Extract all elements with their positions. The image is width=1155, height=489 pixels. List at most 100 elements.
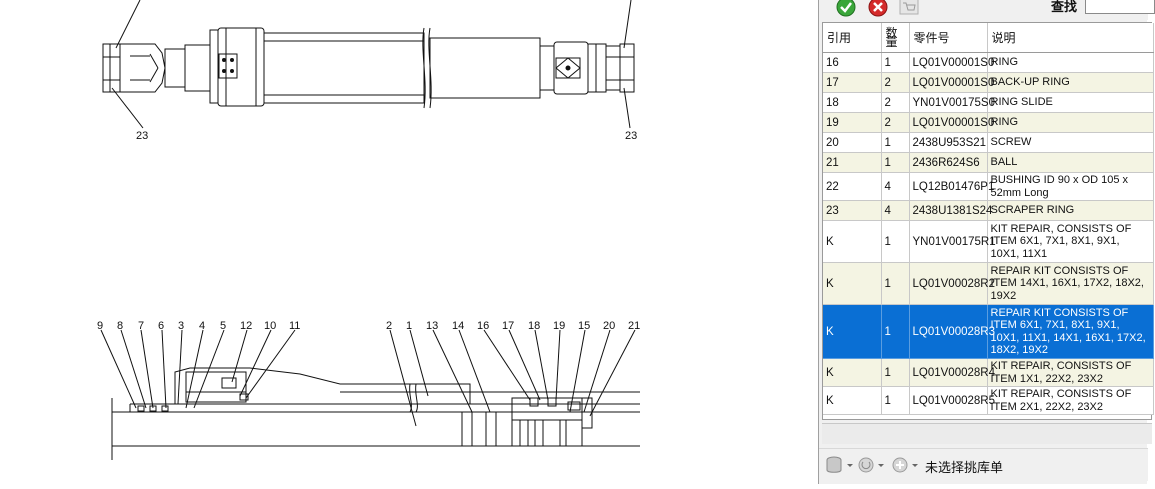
cell-desc: KIT REPAIR, CONSISTS OF ITEM 2X1, 22X2, … [987,386,1154,415]
cell-part: YN01V00175S0 [909,92,995,113]
callout-19: 19 [553,320,565,332]
refresh-icon[interactable] [857,456,885,479]
cell-part: LQ01V00001S0 [909,112,994,133]
callout-13: 13 [426,320,438,332]
qty-header-text: 数量 [885,25,898,49]
confirm-icon[interactable] [835,0,857,18]
callout-17: 17 [502,320,514,332]
callout-2: 2 [386,320,392,332]
database-icon[interactable] [825,456,853,479]
cell-desc: BALL [987,152,1154,173]
cell-desc: RING [987,52,1154,73]
cell-part: 2438U1381S24 [909,200,992,221]
callout-18: 18 [528,320,540,332]
cell-part: YN01V00175R1 [909,220,996,263]
cell-qty: 1 [881,220,910,263]
cell-qty: 1 [881,132,910,153]
cell-desc: KIT REPAIR, CONSISTS OF ITEM 1X1, 22X2, … [987,358,1154,387]
cell-part: LQ12B01476P1 [909,172,994,201]
callout-top-right: 23 [625,130,637,142]
cell-qty: 1 [881,52,910,73]
callout-14: 14 [452,320,464,332]
cell-desc: BUSHING ID 90 x OD 105 x 52mm Long [987,172,1154,201]
cell-qty: 1 [881,262,910,305]
callout-3: 3 [178,320,184,332]
cell-ref: 17 [823,72,882,93]
cell-ref: 21 [823,152,882,173]
search-label: 查找 [1051,0,1078,14]
cell-qty: 1 [881,358,910,387]
cell-qty: 2 [881,72,910,93]
cell-part: LQ01V00001S0 [909,52,994,73]
cell-ref: 20 [823,132,882,153]
cell-ref: 16 [823,52,882,73]
cell-part: LQ01V00028R5 [909,386,995,415]
cell-desc: RING SLIDE [987,92,1154,113]
panel-toolbar: 查找 [819,0,1155,20]
cell-desc: SCRAPER RING [987,200,1154,221]
cell-qty: 2 [881,92,910,113]
cell-desc: REPAIR KIT CONSISTS OF ITEM 6X1, 7X1, 8X… [987,304,1154,359]
cell-ref: 23 [823,200,882,221]
callout-12: 12 [240,320,252,332]
cell-qty: 4 [881,172,910,201]
callout-1: 1 [406,320,412,332]
callout-10: 10 [264,320,276,332]
cell-ref: K [823,262,882,305]
callout-16: 16 [477,320,489,332]
column-header-qty[interactable]: 数量 [881,23,910,53]
cell-qty: 4 [881,200,910,221]
callout-21: 21 [628,320,640,332]
callout-top-left: 23 [136,130,148,142]
cell-qty: 1 [881,304,910,359]
callout-8: 8 [117,320,123,332]
callout-7: 7 [138,320,144,332]
cell-ref: K [823,358,882,387]
callout-4: 4 [199,320,205,332]
cancel-icon[interactable] [867,0,889,18]
cell-ref: K [823,386,882,415]
cell-part: LQ01V00028R4 [909,358,995,387]
callout-11: 11 [289,320,300,332]
add-icon[interactable] [891,456,919,479]
cell-desc: BACK-UP RING [987,72,1154,93]
cell-desc: REPAIR KIT CONSISTS OF ITEM 14X1, 16X1, … [987,262,1154,305]
cell-qty: 1 [881,152,910,173]
column-header-ref[interactable]: 引用 [823,23,882,53]
cell-ref: 22 [823,172,882,201]
parts-diagram: 23 23 9 8 7 6 3 4 5 12 10 11 2 1 13 14 1… [97,0,641,460]
cell-part: LQ01V00028R2 [909,262,995,305]
cell-desc: SCREW [987,132,1154,153]
horizontal-scrollbar[interactable] [822,423,1152,444]
callout-6: 6 [158,320,164,332]
callout-20: 20 [603,320,615,332]
cell-desc: RING [987,112,1154,133]
callout-15: 15 [578,320,590,332]
cell-ref: K [823,220,882,263]
cell-part: LQ01V00001S0 [909,72,994,93]
status-bar: 未选择挑库单 [819,448,1148,481]
column-header-desc[interactable]: 说明 [987,23,1154,53]
cart-icon[interactable] [898,0,920,18]
cell-qty: 2 [881,112,910,133]
callout-5: 5 [220,320,226,332]
cell-desc: KIT REPAIR, CONSISTS OF ITEM 6X1, 7X1, 8… [987,220,1154,263]
search-input[interactable] [1085,0,1155,14]
column-header-part[interactable]: 零件号 [909,23,988,53]
cell-ref: 18 [823,92,882,113]
cell-qty: 1 [881,386,910,415]
